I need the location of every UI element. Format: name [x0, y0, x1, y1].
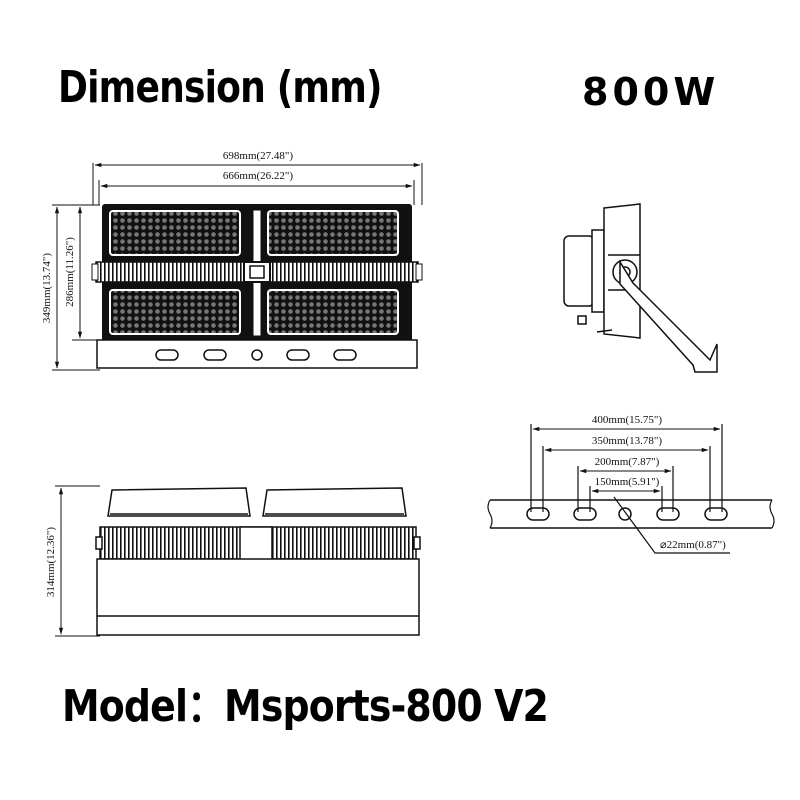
- inner-height-label: 286mm(11.26"): [64, 237, 76, 307]
- bracket-detail: 400mm(15.75") 350mm(13.78") 200mm(7.87")…: [487, 414, 775, 554]
- spacing-400-label: 400mm(15.75"): [592, 414, 663, 426]
- front-view: 698mm(27.48") 666mm(26.22") 349mm(13.74"…: [41, 150, 423, 371]
- model-name: Model：Msports-800 V2: [62, 681, 549, 732]
- overall-height-label: 349mm(13.74"): [41, 253, 53, 324]
- spacing-350-label: 350mm(13.78"): [592, 435, 663, 447]
- side-view: [563, 203, 718, 373]
- dimension-title: Dimension (mm): [58, 62, 382, 113]
- power-rating: 800W: [582, 70, 720, 114]
- spacing-200-label: 200mm(7.87"): [595, 456, 660, 468]
- overall-width-label: 698mm(27.48"): [223, 150, 294, 162]
- depth-label: 314mm(12.36"): [45, 527, 57, 598]
- spacing-150-label: 150mm(5.91"): [595, 476, 660, 488]
- hole-diameter-label: ⌀22mm(0.87"): [660, 539, 726, 551]
- inner-width-label: 666mm(26.22"): [223, 170, 294, 182]
- bottom-view: 314mm(12.36"): [45, 485, 421, 637]
